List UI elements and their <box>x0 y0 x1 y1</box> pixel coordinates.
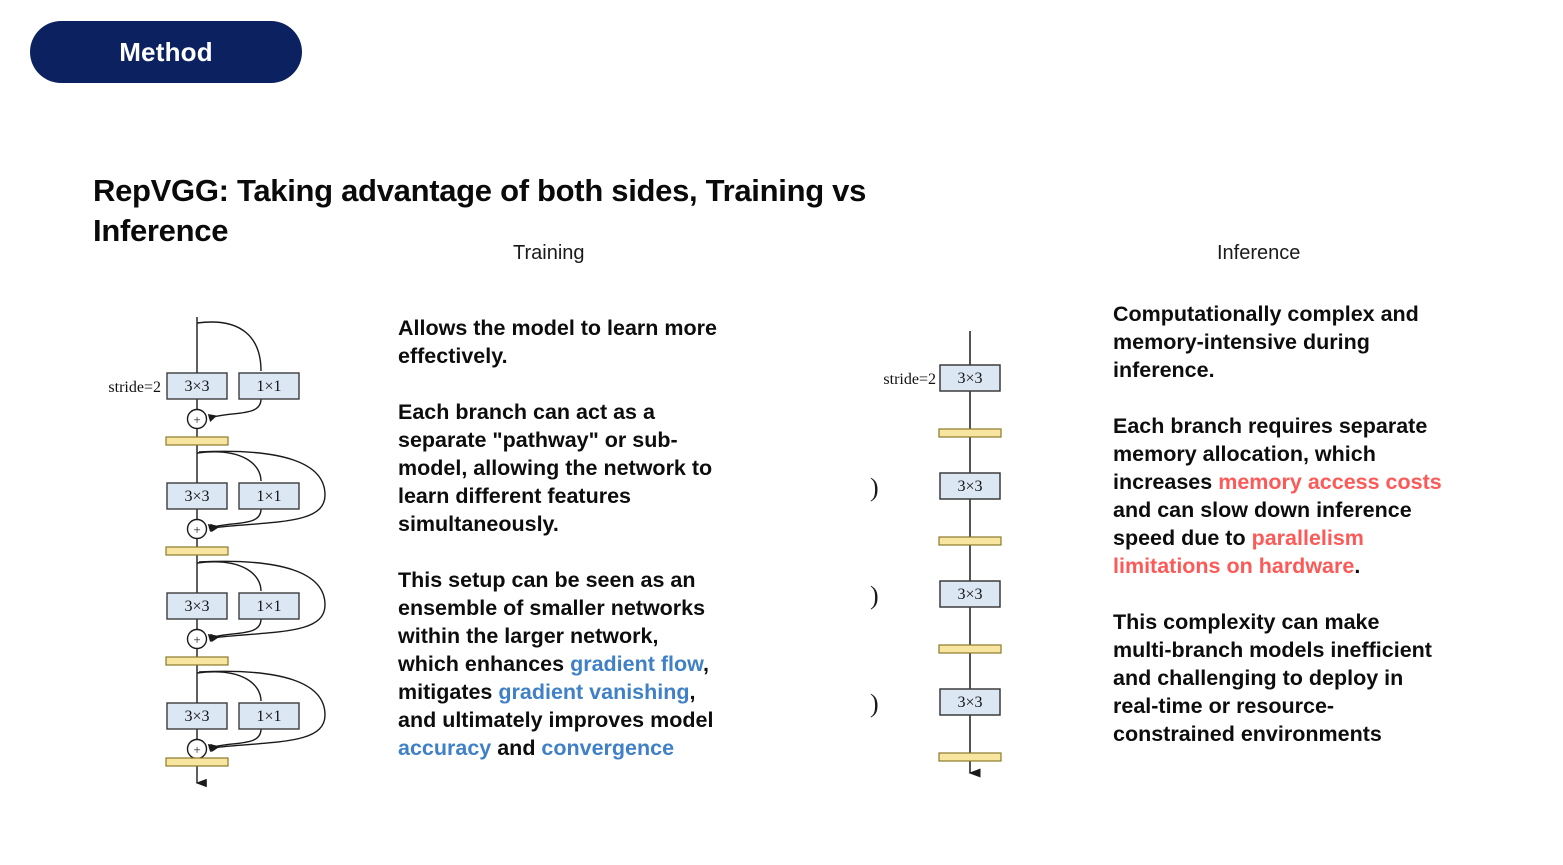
conv-box-group: 3×3 1×1 3×3 1×1 3×3 1×1 3×3 1×1 <box>166 372 300 730</box>
highlight-term: parallelism limitations on hardware <box>1113 526 1364 578</box>
shortcut-box-1x1 <box>238 372 300 400</box>
training-description-column: Allows the model to learn more effective… <box>398 314 718 762</box>
add-node-symbol: + <box>193 522 200 537</box>
section-badge: Method <box>30 21 302 83</box>
brace-mark: ) <box>870 473 879 502</box>
paragraph: Each branch can act as a separate "pathw… <box>398 398 718 538</box>
shortcut-curve-in-1 <box>196 321 262 372</box>
conv-box-label: 3×3 <box>184 378 209 395</box>
training-diagram-svg: 3×3 1×1 3×3 1×1 3×3 1×1 3×3 1×1 + + + <box>108 317 326 788</box>
relu-bar <box>938 752 1002 762</box>
stride-label: stride=2 <box>883 371 936 388</box>
conv-box-3x3 <box>166 372 228 400</box>
identity-curve-4 <box>198 670 326 753</box>
add-node-symbol: + <box>193 632 200 647</box>
conv-box-label: 3×3 <box>957 586 982 603</box>
conv-box-label: 3×3 <box>184 488 209 505</box>
brace-mark-group: ) ) ) <box>870 473 879 718</box>
conv-box-label: 3×3 <box>957 478 982 495</box>
brace-mark: ) <box>870 581 879 610</box>
conv-box-3x3 <box>939 688 1001 716</box>
shortcut-curve-in-4 <box>196 671 262 702</box>
add-node <box>186 518 208 540</box>
text-run: . <box>1354 554 1361 578</box>
text-run: Allows the model to learn more effective… <box>398 316 717 368</box>
conv-box-3x3 <box>939 580 1001 608</box>
highlight-term: convergence <box>541 736 675 760</box>
shortcut-box-1x1 <box>238 482 300 510</box>
relu-bar-group <box>938 428 1002 762</box>
stride-label: stride=2 <box>108 379 161 396</box>
identity-curve-3 <box>198 560 326 643</box>
text-run: This complexity can make multi-branch mo… <box>1113 610 1432 746</box>
shortcut-box-1x1 <box>238 592 300 620</box>
highlight-term: gradient flow <box>570 652 704 676</box>
shortcut-box-label: 1×1 <box>256 378 281 395</box>
page-title: RepVGG: Taking advantage of both sides, … <box>93 172 867 248</box>
conv-box-3x3 <box>166 592 228 620</box>
conv-box-label: 3×3 <box>184 598 209 615</box>
shortcut-box-label: 1×1 <box>256 708 281 725</box>
conv-box-label: 3×3 <box>184 708 209 725</box>
text-run: Computationally complex and memory-inten… <box>1113 302 1419 382</box>
add-node-group: + + + + <box>186 408 208 760</box>
conv-box-label: 3×3 <box>957 694 982 711</box>
paragraph: Computationally complex and memory-inten… <box>1113 300 1443 384</box>
add-node <box>186 408 208 430</box>
training-architecture-diagram: 3×3 1×1 3×3 1×1 3×3 1×1 3×3 1×1 + + + <box>93 313 355 791</box>
text-run: , mitigates <box>398 652 710 704</box>
text-run: This setup can be seen as an ensemble of… <box>398 568 706 676</box>
text-run: and <box>491 736 542 760</box>
add-node-symbol: + <box>193 742 200 757</box>
inference-architecture-diagram: 3×3 3×3 3×3 3×3 stride=2 ) ) ) <box>866 325 1071 784</box>
highlight-term: gradient vanishing <box>498 680 690 704</box>
inference-description-column: Computationally complex and memory-inten… <box>1113 300 1443 748</box>
add-node <box>186 628 208 650</box>
conv-box-3x3 <box>166 702 228 730</box>
shortcut-curve-in-2 <box>196 451 262 482</box>
text-run: , and ultimately improves model <box>398 680 714 732</box>
relu-bar <box>165 546 229 556</box>
text-run: and can slow down inference speed due to <box>1113 498 1412 550</box>
conv-box-3x3 <box>939 472 1001 500</box>
relu-bar-group <box>165 436 229 767</box>
relu-bar <box>938 644 1002 654</box>
conv-box-label: 3×3 <box>957 370 982 387</box>
add-node-symbol: + <box>193 412 200 427</box>
brace-mark: ) <box>870 689 879 718</box>
highlight-term: memory access costs <box>1218 470 1442 494</box>
paragraph: Allows the model to learn more effective… <box>398 314 718 370</box>
relu-bar <box>938 536 1002 546</box>
text-run: Each branch requires separate memory all… <box>1113 414 1428 494</box>
identity-curve-2 <box>198 450 326 533</box>
paragraph: Each branch requires separate memory all… <box>1113 412 1443 580</box>
paragraph: This setup can be seen as an ensemble of… <box>398 566 718 762</box>
shortcut-box-label: 1×1 <box>256 598 281 615</box>
conv-box-group: 3×3 3×3 3×3 3×3 <box>939 364 1001 716</box>
relu-bar <box>165 757 229 767</box>
conv-box-3x3 <box>939 364 1001 392</box>
conv-box-3x3 <box>166 482 228 510</box>
shortcut-curve-in-3 <box>196 561 262 592</box>
text-run: Each branch can act as a separate "pathw… <box>398 400 713 536</box>
shortcut-curve-out-1 <box>207 398 262 423</box>
shortcut-box-1x1 <box>238 702 300 730</box>
relu-bar <box>938 428 1002 438</box>
section-badge-label: Method <box>119 36 213 67</box>
relu-bar <box>165 436 229 446</box>
inference-diagram-svg: 3×3 3×3 3×3 3×3 stride=2 ) ) ) <box>870 331 1002 778</box>
column-heading-inference: Inference <box>1217 242 1301 264</box>
paragraph: This complexity can make multi-branch mo… <box>1113 608 1443 748</box>
shortcut-box-label: 1×1 <box>256 488 281 505</box>
highlight-term: accuracy <box>398 736 492 760</box>
relu-bar <box>165 656 229 666</box>
column-heading-training: Training <box>513 242 585 264</box>
